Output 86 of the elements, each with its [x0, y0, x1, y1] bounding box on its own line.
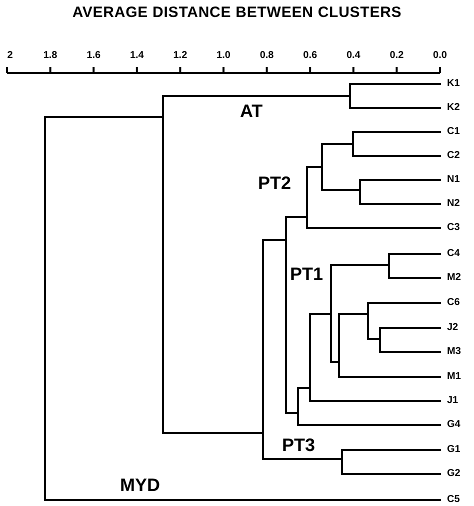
- dendrogram-branch: [46, 499, 441, 501]
- dendrogram-branch: [390, 277, 441, 279]
- junction-line: [309, 313, 311, 402]
- junction-line: [162, 95, 164, 434]
- junction-line: [388, 253, 390, 279]
- leaf-label: C4: [441, 247, 460, 261]
- dendrogram-branch: [343, 473, 441, 475]
- axis-tick-label: 1.8: [43, 50, 58, 62]
- dendrogram-branch: [164, 432, 262, 434]
- dendrogram-branch: [332, 361, 338, 363]
- leaf-label: C2: [441, 149, 460, 163]
- junction-line: [352, 131, 354, 157]
- dendrogram-branch: [308, 227, 441, 229]
- leaf-label: J2: [441, 321, 458, 335]
- dendrogram-branch: [381, 327, 441, 329]
- dendrogram-branch: [311, 313, 330, 315]
- dendrogram-branch: [340, 376, 441, 378]
- axis-tick-label: 0.2: [390, 50, 404, 62]
- chart-title: AVERAGE DISTANCE BETWEEN CLUSTERS: [71, 4, 403, 22]
- leaf-label: N1: [441, 173, 460, 187]
- leaf-label: M2: [441, 271, 461, 285]
- leaf-label: C5: [441, 493, 460, 506]
- axis-tick-label: 0.4: [346, 50, 360, 62]
- junction-line: [262, 239, 264, 460]
- dendrogram-branch: [351, 83, 441, 85]
- axis-tick-label: 1.4: [130, 50, 144, 62]
- dendrogram-branch: [340, 313, 367, 315]
- junction-line: [379, 327, 381, 353]
- dendrogram-branch: [361, 203, 441, 205]
- dendrogram-branch: [369, 338, 379, 340]
- leaf-label: C1: [441, 125, 460, 139]
- dendrogram-branch: [264, 239, 285, 241]
- dendrogram-branch: [354, 131, 441, 133]
- leaf-label: G4: [441, 418, 460, 432]
- leaf-label: C3: [441, 221, 460, 235]
- axis-tick-label: 1.2: [173, 50, 188, 62]
- axis-tick-label: 0.0: [433, 50, 447, 62]
- leaf-label: J1: [441, 394, 458, 408]
- junction-line: [349, 83, 351, 109]
- leaf-label: N2: [441, 197, 460, 211]
- leaf-label: G2: [441, 467, 460, 481]
- axis-tick-label: 2: [7, 50, 13, 62]
- dendrogram-branch: [311, 400, 441, 402]
- dendrogram-branch: [381, 351, 441, 353]
- axis-tick-label: 1.6: [86, 50, 101, 62]
- dendrogram-branch: [308, 166, 321, 168]
- leaf-label: C6: [441, 296, 460, 310]
- dendrogram-branch: [287, 412, 297, 414]
- junction-line: [359, 179, 361, 205]
- junction-line: [367, 302, 369, 340]
- cluster-label: MYD: [120, 474, 160, 496]
- cluster-label: PT2: [258, 172, 292, 194]
- dendrogram-branch: [390, 253, 441, 255]
- cluster-label: AT: [240, 100, 263, 122]
- leaf-label: M3: [441, 345, 461, 359]
- leaf-label: K2: [441, 101, 460, 115]
- leaf-label: K1: [441, 77, 460, 91]
- leaf-label: M1: [441, 370, 461, 384]
- dendrogram-branch: [369, 302, 441, 304]
- dendrogram-branch: [361, 179, 441, 181]
- cluster-label: PT1: [290, 263, 324, 285]
- dendrogram-branch: [287, 216, 306, 218]
- dendrogram-branch: [323, 189, 359, 191]
- cluster-label: PT3: [282, 434, 316, 456]
- dendrogram-branch: [351, 107, 441, 109]
- dendrogram-branch: [264, 458, 341, 460]
- junction-line: [306, 166, 308, 229]
- dendrogram-branch: [354, 155, 441, 157]
- junction-line: [341, 449, 343, 475]
- axis-tick-label: 0.6: [303, 50, 318, 62]
- junction-line: [285, 216, 287, 414]
- junction-line: [44, 116, 46, 501]
- leaf-label: G1: [441, 443, 460, 457]
- axis-tick-label: 1.0: [216, 50, 230, 62]
- dendrogram-branch: [46, 116, 162, 118]
- junction-line: [297, 387, 299, 426]
- dendrogram-branch: [332, 264, 388, 266]
- dendrogram-branch: [343, 449, 441, 451]
- junction-line: [338, 313, 340, 378]
- dendrogram-branch: [299, 424, 441, 426]
- axis-tick-label: 0.8: [260, 50, 274, 62]
- dendrogram-branch: [164, 95, 349, 97]
- junction-line: [321, 143, 323, 191]
- junction-line: [330, 264, 332, 363]
- dendrogram-branch: [299, 387, 309, 389]
- dendrogram-branch: [323, 143, 352, 145]
